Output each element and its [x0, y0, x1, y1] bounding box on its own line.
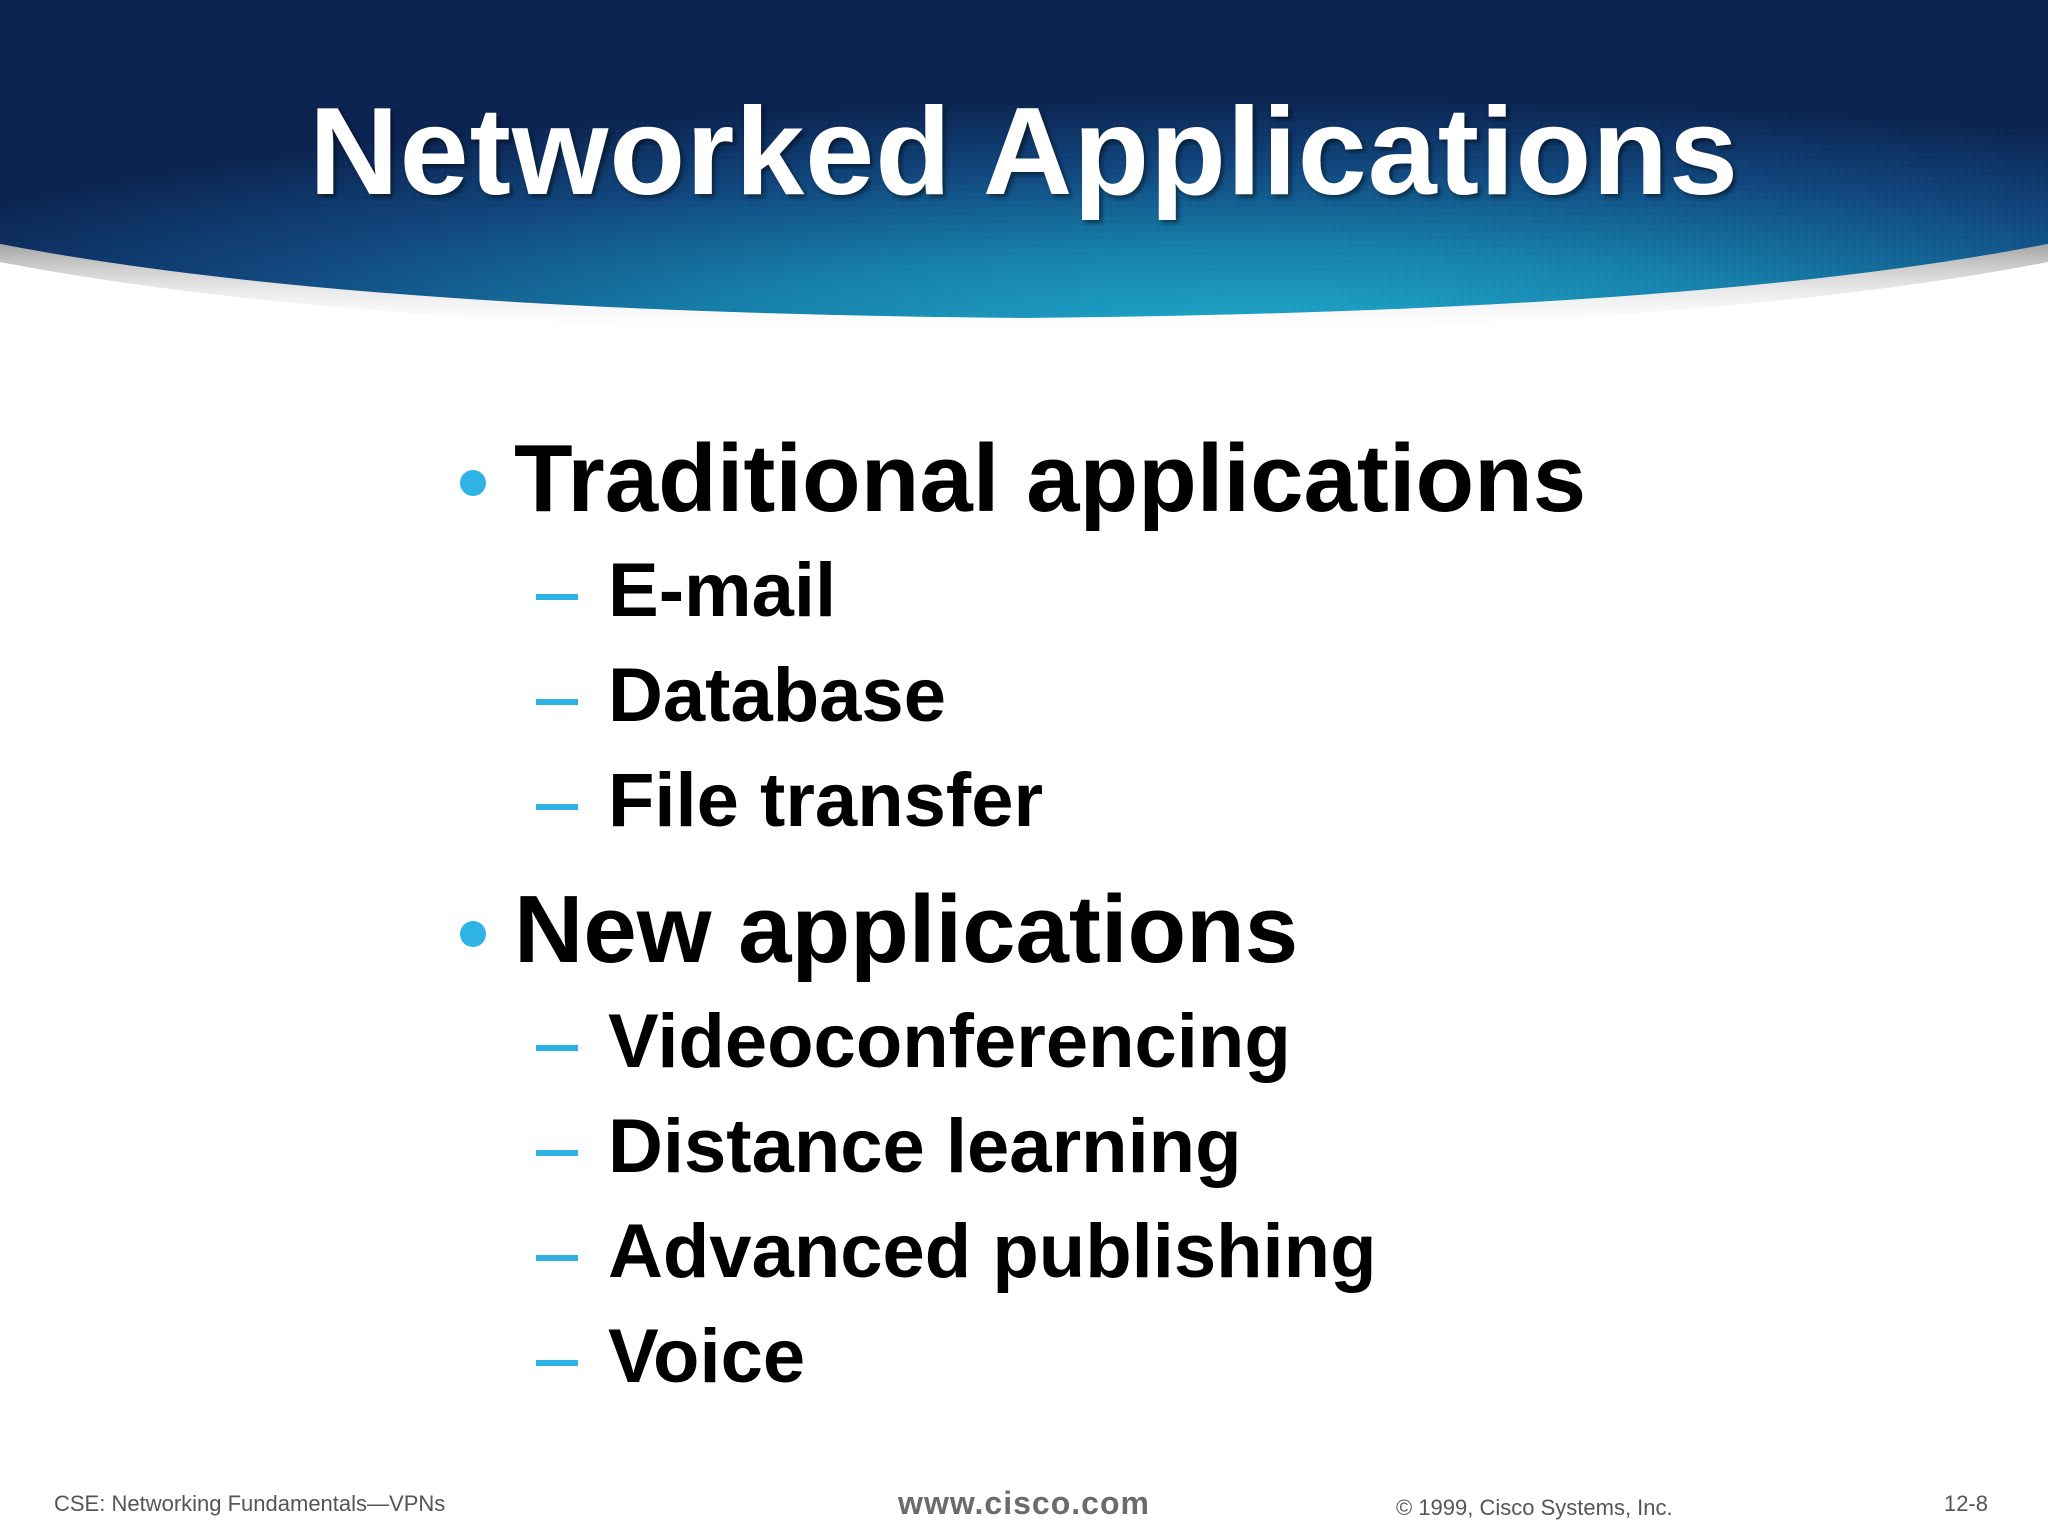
dash-icon [536, 1255, 578, 1261]
dash-icon [536, 594, 578, 600]
slide-title: Networked Applications [309, 83, 1739, 221]
sub-bullet-text: E-mail [608, 548, 837, 633]
sub-bullet-text: Videoconferencing [608, 999, 1291, 1084]
bullet-text: New applications [514, 876, 1299, 983]
dash-icon [536, 1045, 578, 1051]
sub-bullet-item: Database [460, 643, 1910, 748]
sub-bullet-list: Videoconferencing Distance learning Adva… [460, 989, 1910, 1409]
bullet-dot-icon [460, 921, 486, 947]
footer-page-number: 12-8 [1943, 1491, 1988, 1516]
bullet-item: New applications Videoconferencing Dista… [460, 871, 1910, 1409]
sub-bullet-item: Voice [460, 1304, 1910, 1409]
footer-website: www.cisco.com [898, 1485, 1150, 1521]
sub-bullet-text: Voice [608, 1314, 806, 1399]
bullet-dot-icon [460, 470, 486, 496]
footer-copyright: © 1999, Cisco Systems, Inc. [1396, 1495, 1673, 1520]
bullet-text: Traditional applications [514, 425, 1587, 532]
dash-icon [536, 1360, 578, 1366]
sub-bullet-item: Distance learning [460, 1094, 1910, 1199]
sub-bullet-text: Distance learning [608, 1104, 1242, 1189]
sub-bullet-item: Advanced publishing [460, 1199, 1910, 1304]
dash-icon [536, 1150, 578, 1156]
sub-bullet-text: File transfer [608, 758, 1044, 843]
bullet-item: Traditional applications E-mail Database… [460, 420, 1910, 853]
sub-bullet-text: Database [608, 653, 946, 738]
dash-icon [536, 699, 578, 705]
dash-icon [536, 804, 578, 810]
sub-bullet-item: E-mail [460, 538, 1910, 643]
header-banner [0, 0, 2048, 336]
sub-bullet-item: Videoconferencing [460, 989, 1910, 1094]
footer-course-title: CSE: Networking Fundamentals—VPNs [54, 1491, 446, 1516]
bullet-list: Traditional applications E-mail Database… [460, 420, 1910, 1427]
sub-bullet-text: Advanced publishing [608, 1209, 1377, 1294]
sub-bullet-list: E-mail Database File transfer [460, 538, 1910, 853]
sub-bullet-item: File transfer [460, 748, 1910, 853]
